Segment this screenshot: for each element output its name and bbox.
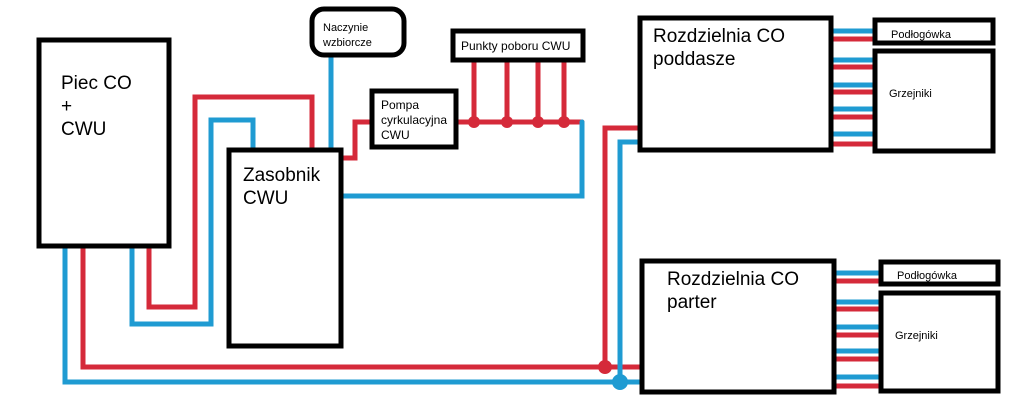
junction-riser-return (612, 374, 628, 390)
ground-circuits (833, 270, 883, 389)
expansion-vessel-label-line-1: Naczynie (323, 22, 368, 34)
pipe-riser-supply (602, 125, 643, 370)
pump-label-line-1: Pompa (381, 98, 419, 112)
draw-points-label: Punkty poboru CWU (461, 39, 570, 53)
manifold-attic-label-line-1: Rozdzielnia CO (653, 26, 785, 47)
floor-heating-ground-label: Podłogówka (897, 270, 958, 282)
expansion-vessel-label-line-2: wzbiorcze (322, 37, 372, 49)
pipe-tank-to-pump (340, 119, 376, 161)
manifold-attic-label-line-2: poddasze (653, 49, 735, 70)
manifold-ground-node: Rozdzielnia CO parter (639, 258, 837, 395)
radiators-ground-node: Grzejniki (878, 290, 1001, 394)
tank-node: Zasobnik CWU (226, 147, 344, 349)
radiators-attic-node: Grzejniki (872, 48, 996, 154)
pipe-boiler-supply-main (80, 245, 643, 370)
pipe-circulation-return (340, 119, 585, 199)
junctions (468, 116, 628, 390)
pump-label-line-2: cyrkulacyjna (381, 113, 447, 127)
boiler-label-line-1: Piec CO (61, 73, 132, 94)
pipe-boiler-return-main (62, 245, 643, 385)
floor-heating-attic-label: Podłogówka (891, 29, 952, 41)
expansion-vessel-node: Naczynie wzbiorcze (309, 6, 407, 58)
radiators-attic-label: Grzejniki (889, 88, 932, 100)
manifold-ground-label-line-1: Rozdzielnia CO (667, 269, 799, 290)
manifold-attic-node: Rozdzielnia CO poddasze (637, 15, 834, 153)
pump-node: Pompa cyrkulacyjna CWU (369, 88, 459, 150)
pipe-boiler-tank-hot-loop (146, 94, 315, 310)
tank-label-line-2: CWU (243, 188, 288, 209)
pump-label-line-3: CWU (381, 128, 410, 142)
junction-tap-2 (501, 116, 513, 128)
boiler-node: Piec CO + CWU (36, 37, 172, 249)
manifold-ground-label-line-2: parter (667, 292, 717, 313)
pipe-riser-return (617, 139, 643, 385)
floor-heating-attic-node: Podłogówka (872, 17, 996, 46)
pipes (62, 28, 883, 389)
junction-tap-1 (468, 116, 480, 128)
draw-points-node: Punkty poboru CWU (450, 28, 586, 63)
boiler-label-line-3: CWU (61, 119, 106, 140)
floor-heating-ground-node: Podłogówka (878, 259, 1001, 287)
attic-circuits (830, 28, 876, 147)
junction-tap-3 (532, 116, 544, 128)
junction-tap-4 (558, 116, 570, 128)
junction-riser-supply (598, 360, 612, 374)
tank-label-line-1: Zasobnik (243, 165, 321, 186)
pipe-boiler-tank-cold-loop (129, 117, 256, 327)
radiators-ground-label: Grzejniki (895, 330, 938, 342)
boiler-label-line-2: + (61, 96, 72, 117)
